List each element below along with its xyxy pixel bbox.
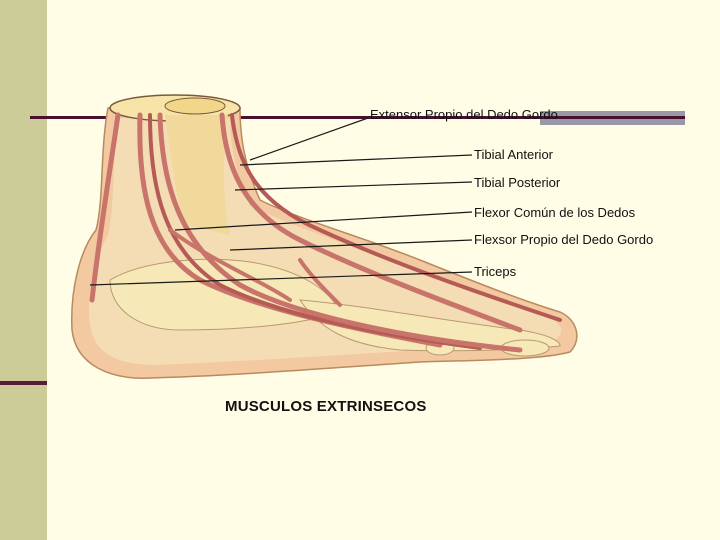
label-triceps: Triceps (474, 265, 516, 279)
label-tibial-anterior: Tibial Anterior (474, 148, 553, 162)
label-extensor-propio: Extensor Propio del Dedo Gordo (370, 108, 558, 122)
leader-tibial-anterior (240, 155, 472, 165)
label-tibial-posterior: Tibial Posterior (474, 176, 560, 190)
tibia-core (165, 98, 225, 114)
leader-tibial-posterior (235, 182, 472, 190)
leader-extensor-propio (250, 118, 368, 160)
label-flexsor-propio: Flexsor Propio del Dedo Gordo (474, 233, 653, 247)
diagram-caption: MUSCULOS EXTRINSECOS (225, 398, 427, 415)
label-flexor-comun: Flexor Común de los Dedos (474, 206, 635, 220)
